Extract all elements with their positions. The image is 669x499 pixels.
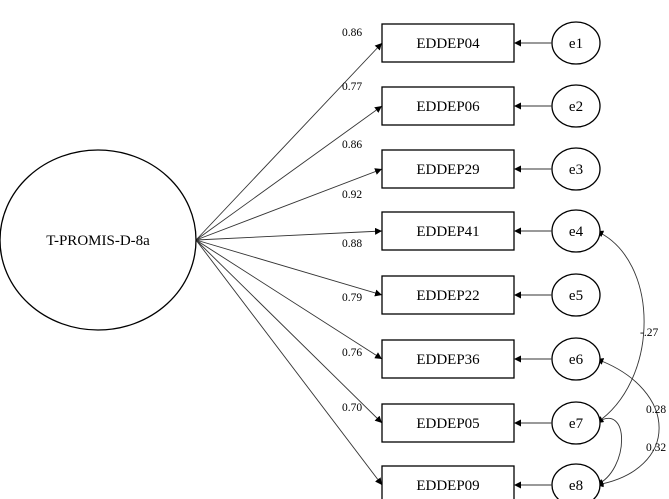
loading-value: 0.86	[342, 27, 362, 39]
latent-ellipse	[0, 149, 197, 331]
covariance-arc-e7-e8	[596, 416, 622, 486]
loading-value: 0.88	[342, 238, 362, 250]
latent-label: T-PROMIS-D-8a	[46, 233, 150, 249]
loading-path-eddep05	[195, 239, 383, 424]
loading-path-eddep09	[195, 239, 383, 486]
loading-path-eddep41	[195, 227, 383, 241]
indicator-box	[381, 149, 515, 189]
indicator-box	[381, 211, 515, 251]
indicator-label: EDDEP06	[416, 99, 480, 115]
covariance-value: -.27	[640, 327, 658, 339]
loading-path-eddep06	[195, 105, 383, 241]
covariance-arc-e4-e7	[596, 230, 645, 424]
error-label: e4	[569, 224, 584, 240]
error-label: e3	[569, 162, 583, 178]
error-terms: e1 e2 e3 e4 e5 e6 e7 e8	[514, 21, 601, 499]
loading-value: 0.77	[342, 81, 362, 93]
indicator-label: EDDEP36	[416, 352, 480, 368]
factor-loading-paths: 0.86 0.77 0.86 0.92 0.88 0.79 0.76 0.70	[195, 27, 383, 486]
loading-value: 0.79	[342, 292, 362, 304]
error-label: e6	[569, 352, 584, 368]
loading-path-eddep29	[195, 168, 383, 241]
latent-factor: T-PROMIS-D-8a	[0, 149, 197, 331]
indicators: EDDEP04EDDEP06EDDEP29EDDEP41EDDEP22EDDEP…	[381, 23, 515, 499]
error-label: e7	[569, 416, 584, 432]
loading-path-eddep04	[195, 42, 383, 241]
indicator-label: EDDEP29	[416, 162, 479, 178]
error-label: e8	[569, 478, 583, 494]
covariance-value: 0.28	[646, 404, 666, 416]
indicator-label: EDDEP41	[416, 224, 479, 240]
loading-value: 0.76	[342, 347, 362, 359]
loading-value: 0.92	[342, 189, 362, 201]
indicator-label: EDDEP09	[416, 478, 479, 494]
indicator-box	[381, 465, 515, 499]
covariance-arc-e6-e8	[596, 358, 660, 488]
loading-path-eddep36	[195, 239, 383, 360]
indicator-label: EDDEP22	[416, 288, 479, 304]
error-label: e5	[569, 288, 583, 304]
indicator-box	[381, 403, 515, 443]
loading-value: 0.86	[342, 139, 362, 151]
indicator-box	[381, 275, 515, 315]
error-label: e2	[569, 99, 583, 115]
indicator-box	[381, 339, 515, 379]
error-covariances: -.27 0.28 0.32	[596, 230, 666, 488]
indicator-label: EDDEP05	[416, 416, 479, 432]
error-label: e1	[569, 36, 583, 52]
covariance-value: 0.32	[646, 442, 666, 454]
loading-path-eddep22	[195, 239, 383, 297]
indicator-box	[381, 86, 515, 126]
loading-value: 0.70	[342, 402, 362, 414]
indicator-label: EDDEP04	[416, 36, 480, 52]
